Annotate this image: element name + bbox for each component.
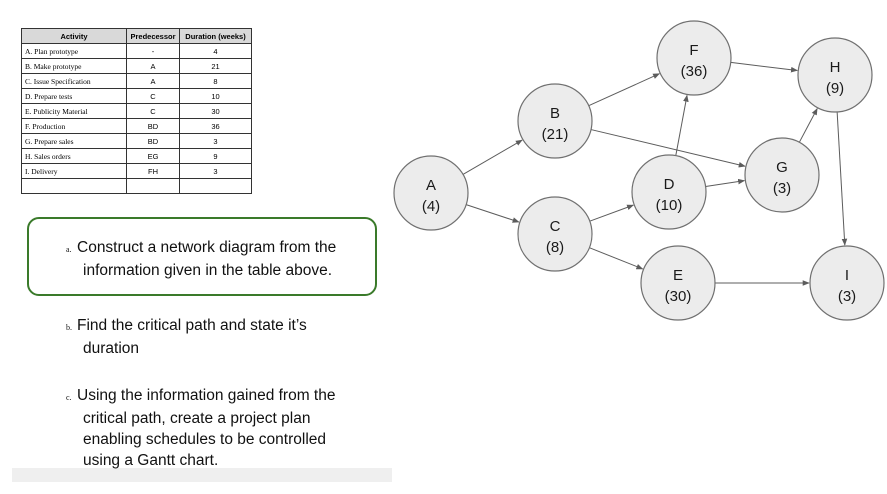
node-duration: (10) [656, 197, 683, 214]
node-c: C (8) [517, 196, 593, 272]
node-label: C [550, 218, 561, 235]
question-text-line: enabling schedules to be controlled [83, 431, 327, 448]
node-circle [517, 196, 593, 272]
node-circle [744, 137, 820, 213]
node-circle [517, 83, 593, 159]
edge-a-to-c [465, 204, 520, 223]
edge-c-to-d [589, 204, 634, 222]
edge-g-to-h [798, 107, 818, 143]
node-duration: (36) [681, 63, 708, 80]
node-d: D (10) [631, 154, 707, 230]
question-text-line: duration [83, 340, 140, 357]
edges-layer [462, 61, 848, 286]
node-e: E (30) [640, 245, 716, 321]
node-label: A [426, 177, 436, 194]
node-label: B [550, 105, 560, 122]
node-duration: (3) [838, 288, 856, 305]
node-duration: (30) [665, 288, 692, 305]
node-circle [640, 245, 716, 321]
node-circle [809, 245, 885, 321]
node-duration: (21) [542, 126, 569, 143]
edge-b-to-f [588, 73, 661, 107]
node-label: G [776, 159, 788, 176]
question-highlight-box [27, 217, 377, 296]
edge-d-to-f [675, 94, 689, 156]
question-text-line: critical path, create a project plan [83, 410, 311, 427]
table-header-row: Activity Predecessor Duration (weeks) [21, 28, 252, 44]
edge-h-to-i [836, 111, 848, 246]
node-duration: (4) [422, 198, 440, 215]
question-text-line: using a Gantt chart. [83, 452, 219, 469]
node-b: B (21) [517, 83, 593, 159]
edge-d-to-g [705, 178, 746, 187]
edge-a-to-b [462, 139, 523, 175]
node-h: H (9) [797, 37, 873, 113]
duration-cell [179, 178, 252, 194]
node-duration: (8) [546, 239, 564, 256]
activity-table: Activity Predecessor Duration (weeks) A.… [21, 28, 252, 194]
question-c: c. Using the information gained from the c… [66, 385, 376, 471]
edge-c-to-e [589, 247, 644, 270]
question-a: a. Construct a network diagram from the in… [66, 237, 376, 281]
table-row [21, 178, 252, 194]
question-text-line: Using the information gained from the [77, 387, 336, 404]
node-label: F [689, 42, 698, 59]
column-header-activity: Activity [21, 28, 127, 44]
node-circle [393, 155, 469, 231]
node-circle [631, 154, 707, 230]
nodes-layer: A (4) B (21) C (8) D (10) E (30) F (36) G (3) H (9) I (3) [393, 20, 885, 321]
column-header-duration: Duration (weeks) [179, 28, 252, 44]
node-label: I [845, 267, 849, 284]
node-duration: (3) [773, 180, 791, 197]
node-duration: (9) [826, 80, 844, 97]
edge-f-to-h [730, 61, 798, 73]
question-b: b. Find the critical path and state it’s d… [66, 315, 376, 359]
node-label: D [664, 176, 675, 193]
duration-cell: 21 [179, 58, 252, 74]
node-a: A (4) [393, 155, 469, 231]
edge-b-to-g [590, 129, 746, 168]
question-marker: a. [66, 245, 72, 254]
footer-band [12, 468, 392, 482]
question-text-line: Find the critical path and state it’s [77, 317, 307, 334]
node-label: E [673, 267, 683, 284]
column-header-predecessor: Predecessor [126, 28, 180, 44]
node-circle [797, 37, 873, 113]
node-label: H [830, 59, 841, 76]
question-text-line: information given in the table above. [83, 262, 333, 279]
node-g: G (3) [744, 137, 820, 213]
question-marker: c. [66, 393, 72, 402]
question-marker: b. [66, 323, 72, 332]
node-i: I (3) [809, 245, 885, 321]
question-text-line: Construct a network diagram from the [77, 239, 337, 256]
duration-cell: 8 [179, 73, 252, 89]
node-f: F (36) [656, 20, 732, 96]
node-circle [656, 20, 732, 96]
